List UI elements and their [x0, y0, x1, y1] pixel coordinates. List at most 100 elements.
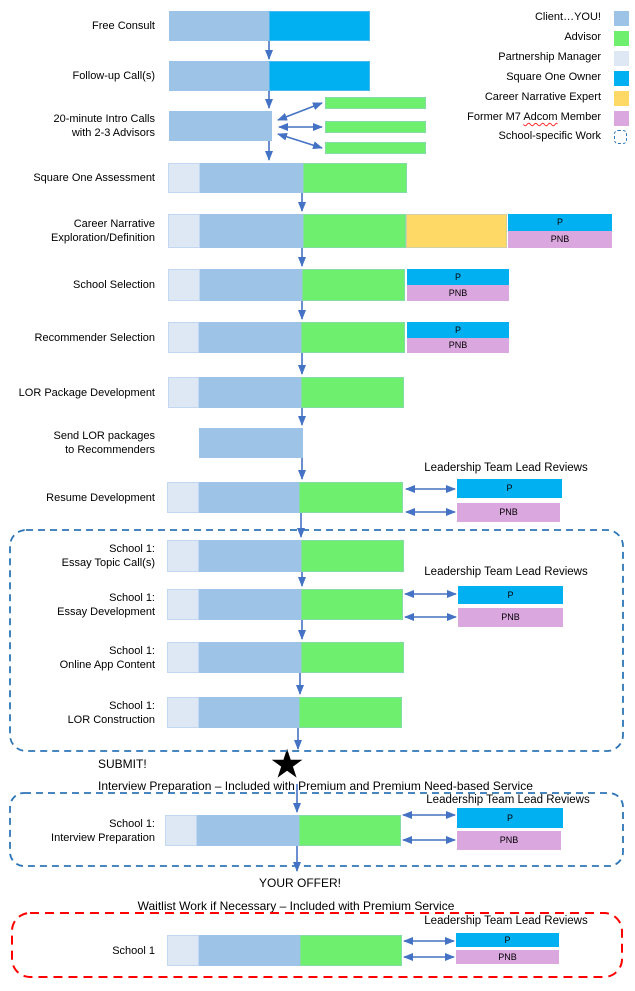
lor-package-development-bar-advisor [301, 377, 404, 408]
interview-reviews-premium-bar: P [457, 808, 563, 828]
essay-reviews-premium-need-based-bar: PNB [458, 608, 563, 627]
school-selection-bar-client [200, 269, 302, 301]
follow-up-calls-bar-client [169, 61, 269, 91]
row-label-line: School 1: [109, 543, 155, 555]
spellcheck-underline: Adcom [523, 111, 558, 123]
legend-swatch-dashed [614, 130, 627, 144]
school1-interview-preparation-bar-advisor [299, 815, 401, 846]
recommender-selection-bar-client [199, 322, 301, 353]
school1-waitlist-bar-advisor [300, 935, 402, 966]
square-one-assessment-bar-partnership [168, 163, 200, 193]
lor-package-development-bar-partnership [168, 377, 199, 408]
resume-development-bar-client [199, 482, 299, 513]
resume-reviews-premium-need-based-bar: PNB [457, 503, 560, 522]
resume-development-bar-advisor [299, 482, 403, 513]
resume-development-bar-partnership [167, 482, 199, 513]
row-label-school1-waitlist: School 1 [0, 944, 155, 958]
school1-essay-development-bar-advisor [301, 589, 403, 620]
row-label-line: School Selection [73, 279, 155, 291]
free-consult-bar-client [169, 11, 269, 41]
school1-waitlist-bar-partnership [167, 935, 199, 966]
row-label-follow-up-calls: Follow-up Call(s) [0, 69, 155, 83]
row-label-line: 20-minute Intro Calls [53, 113, 156, 125]
row-label-line: School 1: [109, 699, 155, 712]
row-label-line: Free Consult [92, 20, 155, 32]
legend-item-partnership: Partnership Manager [498, 51, 601, 63]
resume-reviews-premium-bar: P [457, 479, 562, 498]
row-label-line: Online App Content [59, 658, 155, 671]
career-narrative-exploration-bar-partnership [168, 214, 200, 248]
flow-arrow [299, 102, 323, 113]
waitlist-reviews-premium-bar: P [456, 933, 559, 947]
recommender-selection-bar-partnership [168, 322, 199, 353]
school1-essay-development-bar-partnership [167, 589, 199, 620]
waitlist-note-label: Waitlist Work if Necessary – Included wi… [137, 899, 455, 913]
flow-arrow [277, 110, 301, 121]
row-label-school1-lor-construction: School 1:LOR Construction [0, 699, 155, 727]
flow-arrow [277, 132, 301, 142]
intro-calls-bar-client [169, 111, 272, 141]
advisor-option-bar-1 [325, 97, 426, 109]
row-label-line: Exploration/Definition [51, 232, 155, 244]
school1-waitlist-bar-client [199, 935, 300, 966]
school1-online-app-content-bar-advisor [301, 642, 404, 673]
row-label-line: Recommender Selection [34, 331, 155, 344]
row-label-lor-package-development: LOR Package Development [0, 386, 155, 400]
school-selection-premium-bar: P [407, 269, 509, 285]
follow-up-calls-bar-owner [269, 61, 370, 91]
legend-swatch-advisor [614, 31, 629, 46]
school1-essay-topic-calls-bar-partnership [167, 540, 199, 572]
waitlist-reviews-premium-need-based-bar: PNB [456, 950, 559, 964]
row-label-school1-online-app-content: School 1:Online App Content [0, 644, 155, 672]
row-label-line: School 1: [109, 817, 155, 830]
school-selection-bar-advisor [302, 269, 405, 301]
career-narrative-exploration-premium-bar: P [508, 214, 612, 231]
row-label-line: LOR Package Development [18, 386, 155, 399]
recommender-selection-premium-bar: P [407, 322, 509, 338]
school1-interview-preparation-bar-client [197, 815, 299, 846]
legend-swatch-m7 [614, 111, 629, 126]
legend-swatch-client [614, 11, 629, 26]
school1-lor-construction-bar-advisor [299, 697, 402, 728]
row-label-line: School 1: [109, 591, 155, 604]
school1-online-app-content-bar-partnership [167, 642, 199, 673]
waitlist-reviews-title: Leadership Team Lead Reviews [424, 915, 588, 927]
legend-item-m7: Former M7 Adcom Member [467, 111, 601, 123]
legend-item-owner: Square One Owner [506, 71, 601, 83]
school1-lor-construction-bar-client [199, 697, 299, 728]
free-consult-bar-owner [269, 11, 370, 41]
row-label-line: Follow-up Call(s) [72, 70, 155, 82]
row-label-school1-interview-preparation: School 1:Interview Preparation [0, 817, 155, 845]
advisor-option-bar-3 [325, 142, 426, 154]
row-label-line: School 1: [109, 644, 155, 657]
career-narrative-exploration-bar-advisor [303, 214, 406, 248]
row-label-line: Essay Development [57, 605, 155, 618]
row-label-line: Career Narrative [73, 218, 155, 230]
row-label-line: Resume Development [46, 491, 155, 504]
recommender-selection-premium-need-based-bar: PNB [407, 338, 509, 353]
row-label-school-selection: School Selection [0, 278, 155, 292]
legend-item-client: Client…YOU! [534, 11, 601, 23]
row-label-line: Essay Topic Call(s) [61, 557, 155, 569]
school1-online-app-content-bar-client [199, 642, 301, 673]
row-label-line: Send LOR packages [53, 430, 155, 442]
square-one-assessment-bar-advisor [303, 163, 407, 193]
career-narrative-exploration-premium-need-based-bar: PNB [508, 231, 612, 248]
row-label-square-one-assessment: Square One Assessment [0, 171, 155, 185]
interview-reviews-premium-need-based-bar: PNB [457, 831, 561, 850]
row-label-resume-development: Resume Development [0, 491, 155, 505]
row-label-recommender-selection: Recommender Selection [0, 331, 155, 345]
recommender-selection-bar-advisor [301, 322, 405, 353]
school1-lor-construction-bar-partnership [167, 697, 199, 728]
row-label-free-consult: Free Consult [0, 19, 155, 33]
essay-reviews-title: Leadership Team Lead Reviews [424, 566, 588, 578]
row-label-line: School 1 [112, 944, 155, 957]
lor-package-development-bar-client [199, 377, 301, 408]
submit-label: SUBMIT! [98, 757, 147, 771]
school1-essay-topic-calls-bar-advisor [301, 540, 404, 572]
school-selection-bar-partnership [168, 269, 200, 301]
